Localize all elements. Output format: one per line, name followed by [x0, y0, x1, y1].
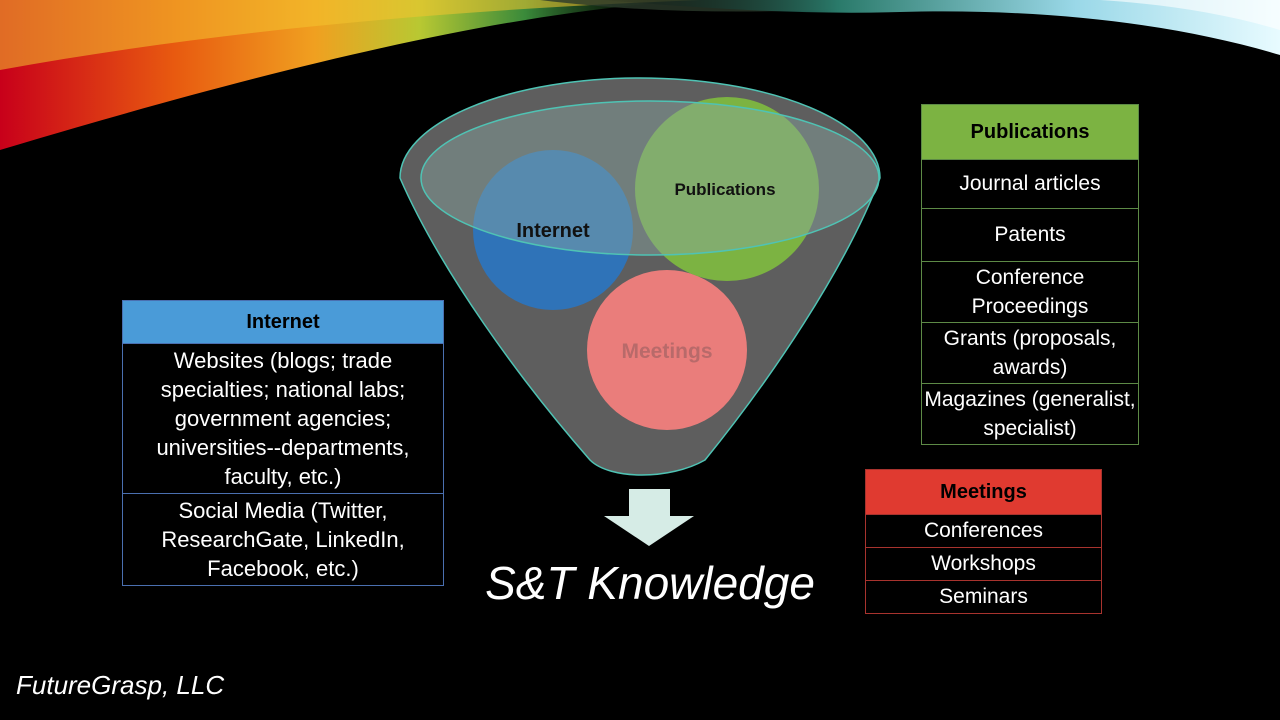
funnel-rim	[420, 100, 880, 256]
internet-circle-label: Internet	[516, 220, 590, 242]
internet-table-header: Internet	[122, 300, 444, 344]
result-label: S&T Knowledge	[485, 557, 815, 609]
meetings-table-row: Workshops	[865, 547, 1102, 581]
publications-table: Publications Journal articles Patents Co…	[921, 104, 1139, 445]
down-arrow-icon	[604, 489, 694, 546]
internet-table: Internet Websites (blogs; trade specialt…	[122, 300, 444, 586]
internet-table-row-websites: Websites (blogs; trade specialties; nati…	[122, 343, 444, 494]
company-footer: FutureGrasp, LLC	[16, 670, 225, 700]
internet-table-row-social: Social Media (Twitter, ResearchGate, Lin…	[122, 493, 444, 586]
meetings-table-row: Seminars	[865, 580, 1102, 614]
publications-circle-label: Publications	[674, 180, 775, 199]
meetings-table: Meetings Conferences Workshops Seminars	[865, 469, 1102, 614]
publications-table-header: Publications	[921, 104, 1139, 160]
internet-circle	[473, 150, 633, 310]
publications-table-row: Journal articles	[921, 159, 1139, 209]
publications-table-row: Conference Proceedings	[921, 261, 1139, 323]
decorative-ribbon	[0, 0, 1280, 150]
publications-table-row: Patents	[921, 208, 1139, 262]
meetings-table-row: Conferences	[865, 514, 1102, 548]
meetings-circle	[587, 270, 747, 430]
publications-circle	[635, 97, 819, 281]
meetings-table-header: Meetings	[865, 469, 1102, 515]
publications-table-row: Grants (proposals, awards)	[921, 322, 1139, 384]
publications-table-row: Magazines (generalist, specialist)	[921, 383, 1139, 445]
meetings-circle-label: Meetings	[621, 340, 712, 363]
